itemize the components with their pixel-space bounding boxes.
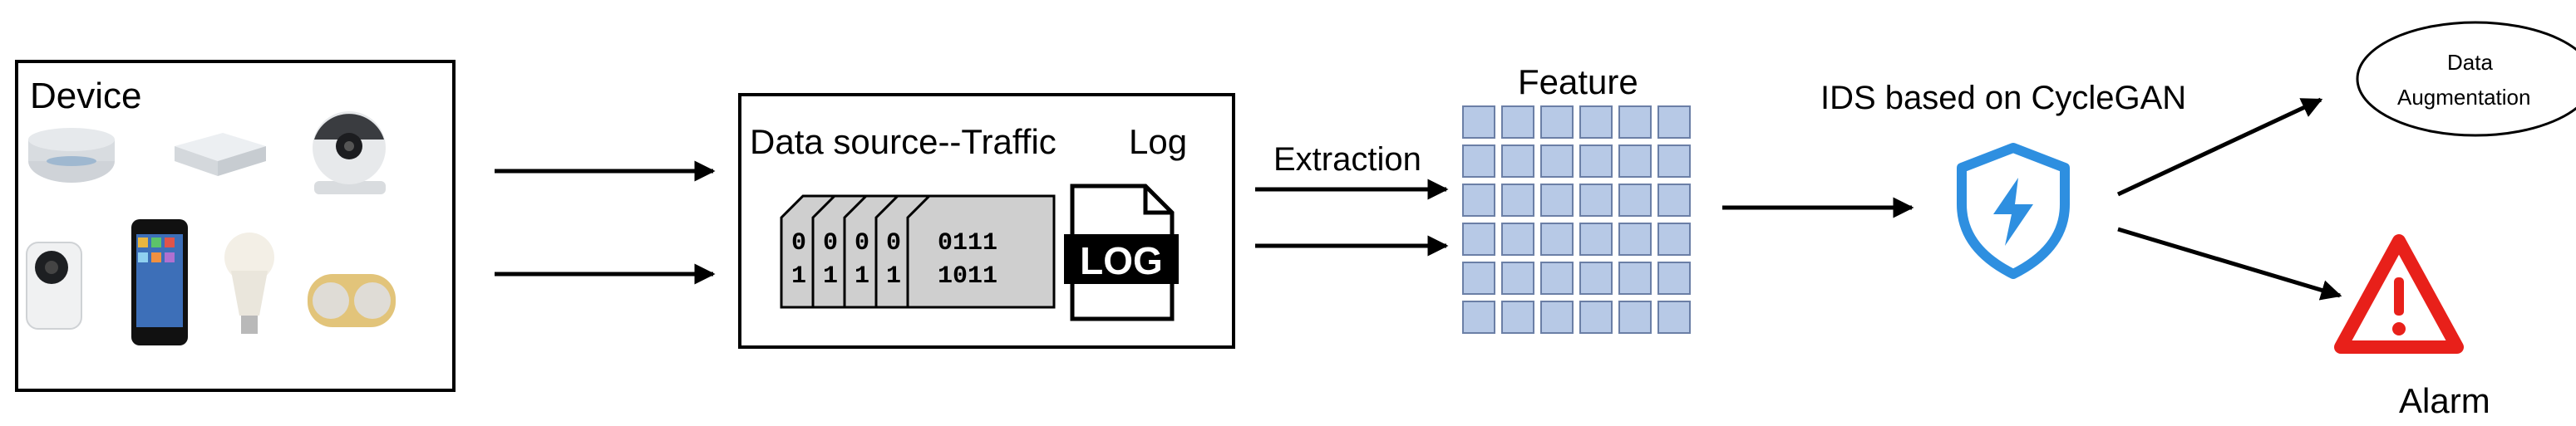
extraction-label: Extraction — [1273, 141, 1421, 178]
feature-grid — [1462, 105, 1691, 334]
feature-cell — [1540, 144, 1574, 178]
feature-cell — [1462, 184, 1495, 217]
data-augmentation-node — [2351, 17, 2576, 141]
feature-cell — [1618, 184, 1652, 217]
svg-text:0: 0 — [823, 229, 838, 257]
feature-cell — [1618, 105, 1652, 139]
feature-cell — [1579, 223, 1613, 256]
svg-text:1: 1 — [823, 262, 838, 291]
svg-text:0: 0 — [855, 229, 869, 257]
ids-label: IDS based on CycleGAN — [1820, 80, 2187, 116]
feature-cell — [1657, 262, 1691, 295]
security-camera-icon — [313, 111, 386, 194]
binary-line-2: 1011 — [938, 262, 997, 291]
feature-cell — [1540, 301, 1574, 334]
feature-cell — [1501, 223, 1534, 256]
feature-cell — [1579, 184, 1613, 217]
shield-lightning-icon — [1957, 143, 2070, 279]
webcam-icon — [26, 242, 82, 330]
data-source-title: Data source--Traffic — [750, 122, 1057, 161]
smartphone-icon — [131, 219, 188, 345]
feature-label: Feature — [1518, 62, 1638, 101]
feature-cell — [1462, 301, 1495, 334]
device-title: Device — [30, 76, 142, 116]
feature-cell — [1618, 262, 1652, 295]
feature-cell — [1618, 223, 1652, 256]
arrow-ids-to-alarm — [2117, 227, 2342, 301]
feature-cell — [1657, 184, 1691, 217]
feature-cell — [1579, 301, 1613, 334]
feature-cell — [1540, 184, 1574, 217]
warning-triangle-icon — [2334, 234, 2464, 354]
feature-cell — [1579, 144, 1613, 178]
svg-text:0: 0 — [886, 229, 901, 257]
feature-cell — [1657, 105, 1691, 139]
feature-cell — [1501, 144, 1534, 178]
sensor-pads-icon — [308, 274, 396, 327]
feature-cell — [1462, 144, 1495, 178]
feature-cell — [1657, 223, 1691, 256]
feature-cell — [1579, 262, 1613, 295]
svg-text:1: 1 — [886, 262, 901, 291]
smart-speaker-icon — [28, 128, 115, 183]
feature-cell — [1540, 262, 1574, 295]
feature-cell — [1501, 301, 1534, 334]
augmentation-label-line1: Data — [2447, 50, 2493, 75]
device-panel — [15, 60, 456, 392]
feature-cell — [1462, 223, 1495, 256]
log-file-icon: LOG — [1064, 184, 1179, 321]
log-icon-text: LOG — [1080, 239, 1163, 282]
svg-text:1: 1 — [855, 262, 869, 291]
arrow-ids-to-augmentation — [2116, 97, 2323, 197]
feature-cell — [1657, 301, 1691, 334]
alarm-label: Alarm — [2399, 381, 2490, 420]
feature-cell — [1657, 144, 1691, 178]
svg-text:1: 1 — [791, 262, 806, 291]
smart-plug-icon — [175, 133, 266, 176]
binary-data-file-icon: 01 01 01 01 0111 1011 — [780, 194, 1056, 309]
feature-cell — [1540, 105, 1574, 139]
feature-cell — [1501, 105, 1534, 139]
feature-cell — [1579, 105, 1613, 139]
feature-cell — [1618, 144, 1652, 178]
svg-text:0: 0 — [791, 229, 806, 257]
feature-cell — [1540, 223, 1574, 256]
feature-cell — [1462, 262, 1495, 295]
smart-bulb-icon — [224, 233, 274, 334]
feature-cell — [1618, 301, 1652, 334]
binary-line-1: 0111 — [938, 229, 997, 257]
log-label: Log — [1129, 122, 1188, 161]
feature-cell — [1462, 105, 1495, 139]
feature-cell — [1501, 184, 1534, 217]
feature-cell — [1501, 262, 1534, 295]
augmentation-label-line2: Augmentation — [2397, 85, 2531, 110]
